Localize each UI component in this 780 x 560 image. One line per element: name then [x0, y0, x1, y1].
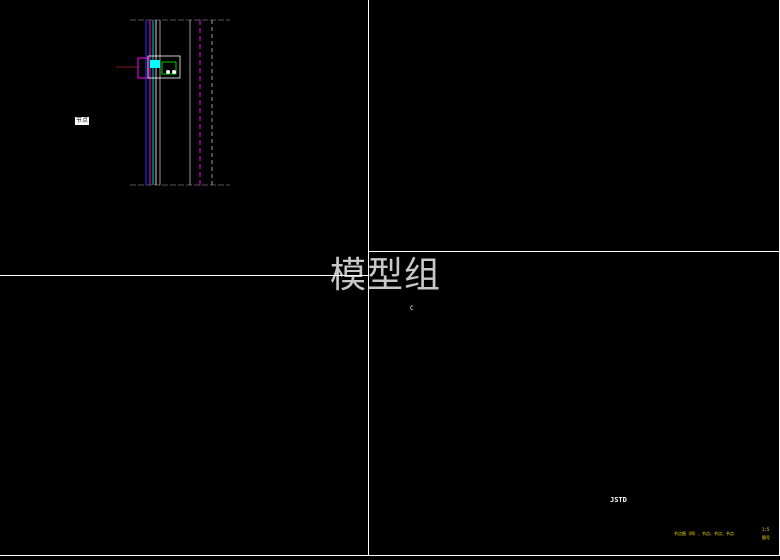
detail-tag: C — [410, 305, 414, 312]
viewport-top-left-section[interactable] — [116, 19, 230, 186]
title-block-sheet: 图号 — [762, 535, 770, 540]
title-block-description: 节点图（四）、节点、节点、节点 — [674, 531, 734, 536]
title-block-scale: 1:5 — [762, 527, 770, 532]
title-block-code: JSTD — [610, 496, 627, 504]
section-tag: 节点 — [75, 117, 89, 125]
